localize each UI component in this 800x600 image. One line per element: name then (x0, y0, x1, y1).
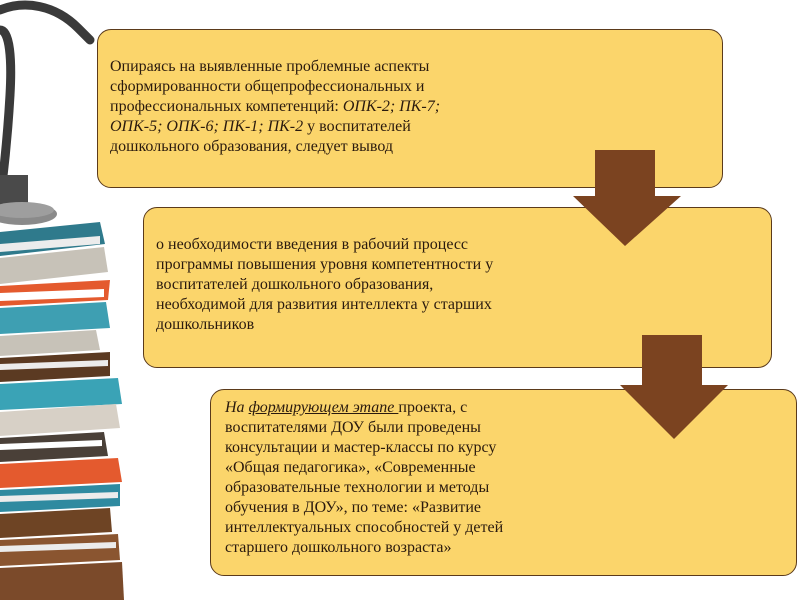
step-1-line-2: сформированности общепрофессиональных и (110, 78, 425, 95)
step-3-line-1-suffix: проекта, с (398, 399, 468, 416)
step-1-line-3-prefix: профессиональных компетенций: (110, 98, 343, 115)
step-3-line-2: воспитателями ДОУ были проведены (225, 419, 481, 436)
formative-stage-emphasis: формирующем этапе (248, 399, 399, 416)
down-arrow-icon (620, 335, 728, 439)
step-2-line-3: воспитателей дошкольного образования, (156, 276, 434, 293)
step-3-line-5: образовательные технологии и методы (225, 479, 490, 496)
step-2-line-2: программы повышения уровня компетентност… (156, 256, 494, 273)
competency-codes-first: ОПК-2; ПК-7; (342, 98, 441, 115)
step-3-line-8: старшего дошкольного возраста» (225, 539, 452, 556)
step-1-line-1: Опираясь на выявленные проблемные аспект… (110, 58, 430, 75)
book-stack-icon (0, 222, 124, 600)
competency-codes-second: ОПК-5; ОПК-6; ПК-1; ПК-2 (110, 118, 304, 135)
step-3-line-3: консультации и мастер-классы по курсу (225, 439, 497, 456)
step-3-box: На формирующем этапе проекта, с воспитат… (210, 389, 797, 576)
step-1-line-4-suffix: у воспитателей (303, 118, 411, 135)
step-2-line-4: необходимой для развития интеллекта у ст… (156, 296, 492, 313)
step-2-line-5: дошкольников (156, 316, 255, 333)
desk-lamp-icon (0, 0, 95, 225)
step-3-line-7: интеллектуальных способностей у детей (225, 519, 504, 536)
step-3-line-6: обучения в ДОУ», по теме: «Развитие (225, 499, 482, 516)
step-3-line-1: На формирующем этапе проекта, с (225, 398, 784, 418)
step-2-line-1: о необходимости введения в рабочий проце… (156, 236, 469, 253)
step-1-line-4: ОПК-5; ОПК-6; ПК-1; ПК-2 у воспитателей (110, 117, 710, 137)
step-1-line-5: дошкольного образования, следует вывод (110, 138, 394, 155)
step-3-line-1-prefix: На (225, 399, 249, 416)
down-arrow-icon (573, 150, 681, 246)
step-1-line-3: профессиональных компетенций: ОПК-2; ПК-… (110, 97, 710, 117)
books-and-lamp-illustration (0, 0, 124, 600)
step-3-line-4: «Общая педагогика», «Современные (225, 459, 476, 476)
